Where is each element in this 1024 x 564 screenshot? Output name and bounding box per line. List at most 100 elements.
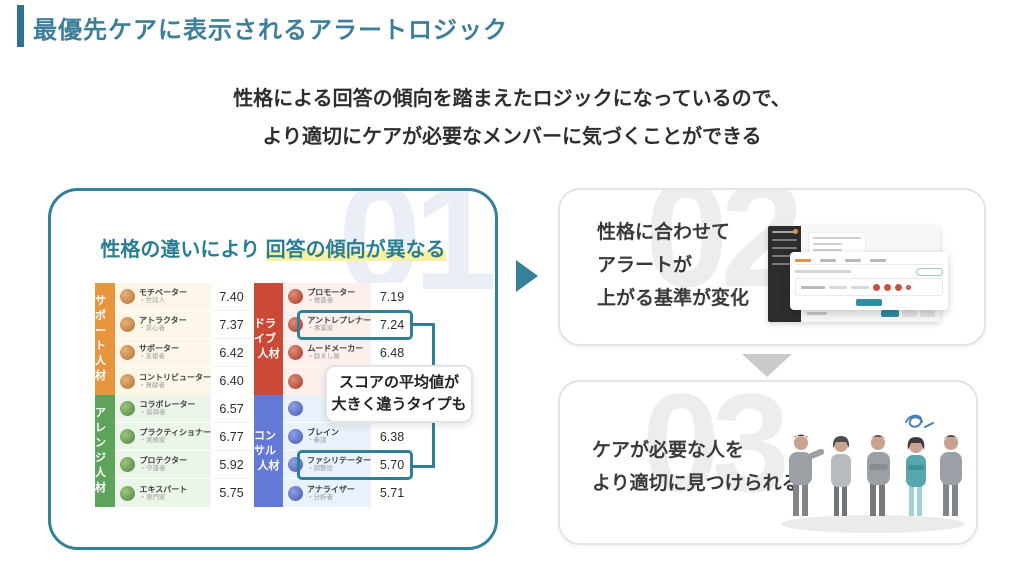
type-cell: プロモーター・推進者	[283, 283, 371, 311]
score-cell: 5.75	[211, 479, 252, 507]
alert-row	[795, 278, 943, 296]
type-cell: コラボレーター・協調者	[115, 395, 211, 423]
type-subtitle: ・支援者	[139, 353, 165, 361]
table-left-half: サポート 人材 モチベーター・世話人 7.40	[95, 283, 252, 507]
type-subtitle: ・実務家	[139, 437, 166, 445]
type-name: ムードメーカー	[307, 344, 364, 354]
score-cell: 5.71	[371, 479, 413, 507]
avatar	[120, 289, 135, 304]
avatar	[120, 345, 135, 360]
intro-line-1: 性格による回答の傾向を踏まえたロジックになっているので、	[233, 88, 791, 110]
callout-line-2: 大きく違うタイプも	[331, 396, 467, 413]
title-accent-bar	[17, 5, 24, 47]
step2-line-1: 性格に合わせて	[597, 222, 731, 243]
type-name: ブレイン	[307, 428, 339, 438]
type-subtitle: ・専門家	[139, 493, 166, 501]
table-row: エキスパート・専門家 5.75	[115, 479, 252, 507]
step2-text: 性格に合わせて アラートが 上がる基準が変化	[597, 216, 749, 315]
step2-line-3: 上がる基準が変化	[597, 288, 750, 309]
type-cell: ブレイン・参謀	[283, 423, 371, 451]
page-title: 最優先ケアに表示されるアラートロジック	[33, 17, 508, 44]
card-primary-button	[856, 299, 882, 306]
group-arrange-label: アレンジ 人材	[95, 395, 116, 507]
type-name: コラボレーター	[139, 400, 196, 410]
type-cell: ムードメーカー・励まし屋	[283, 339, 371, 367]
group-arrange: アレンジ 人材 コラボレーター・協調者 6.57	[95, 395, 252, 507]
type-subtitle: ・分析者	[307, 493, 333, 501]
connector-line	[413, 465, 435, 468]
type-subtitle: ・世話人	[139, 297, 165, 305]
type-subtitle: ・事業家	[307, 325, 334, 333]
type-subtitle: ・励まし屋	[307, 353, 340, 361]
connector-line	[413, 323, 435, 326]
type-name: サポーター	[139, 344, 179, 354]
score-cell: 6.40	[211, 367, 252, 395]
down-arrow-icon	[742, 354, 792, 377]
avatar	[120, 373, 135, 389]
avatar	[288, 289, 304, 304]
type-subtitle: ・貢献者	[139, 381, 165, 389]
avatar	[288, 485, 303, 501]
table-row: コラボレーター・協調者 6.57	[115, 395, 252, 423]
type-name: アナライザー	[307, 484, 355, 494]
highlight-frame-entrepreneur	[297, 310, 413, 340]
avatar	[120, 485, 136, 501]
step3-line-2: より適切に見つけられる	[592, 473, 801, 494]
alert-dot	[895, 283, 902, 291]
type-name: コントリビューター	[139, 372, 211, 382]
step3-line-1: ケアが必要な人を	[592, 440, 745, 461]
callout-line-1: スコアの平均値が	[338, 374, 459, 391]
app-primary-button	[881, 309, 899, 317]
alert-tabs	[795, 256, 943, 265]
type-cell: アトラクター・求心者	[115, 311, 211, 339]
group-support: サポート 人材 モチベーター・世話人 7.40	[95, 283, 252, 395]
type-subtitle: ・調整役	[307, 465, 333, 473]
score-cell: 6.48	[371, 339, 413, 367]
avatar	[288, 373, 304, 389]
avatar	[288, 401, 303, 416]
type-name: プロモーター	[307, 288, 356, 298]
group-consult-label: コンサル 人材	[254, 395, 283, 507]
person-gray	[867, 435, 890, 516]
step3-text: ケアが必要な人を より適切に見つけられる	[592, 434, 801, 500]
avatar	[120, 429, 136, 444]
person-teal	[906, 437, 926, 516]
alert-dot-outline	[906, 284, 911, 290]
score-cell: 5.92	[211, 451, 252, 479]
type-subtitle: ・求心者	[139, 325, 165, 333]
step3-card: 03 ケアが必要な人を より適切に見つけられる	[558, 380, 978, 545]
type-name: アントレプレナー	[307, 316, 371, 326]
app-footer-bar	[807, 309, 935, 317]
table-row: アナライザー・分析者 5.71	[283, 479, 413, 507]
step1-heading-plain: 性格の違いにより	[100, 239, 266, 261]
score-cell: 7.37	[211, 311, 252, 339]
step1-heading-highlight: 回答の傾向が異なる	[265, 239, 446, 261]
confusion-scribble-icon	[905, 414, 934, 428]
table-row: サポーター・支援者 6.42	[115, 339, 252, 367]
type-cell: コントリビューター・貢献者	[115, 367, 211, 395]
person-gray	[831, 436, 851, 516]
type-subtitle: ・協調者	[139, 409, 166, 417]
table-row: モチベーター・世話人 7.40	[115, 283, 252, 311]
app-secondary-button	[902, 309, 917, 317]
score-cell: 6.38	[371, 423, 413, 451]
avatar	[120, 317, 135, 332]
group-drive-label: ドライブ 人材	[254, 283, 284, 395]
score-cell: 7.19	[371, 283, 413, 311]
table-row: プロモーター・推進者 7.19	[283, 283, 413, 311]
type-name: エキスパート	[139, 484, 188, 494]
table-row: コントリビューター・貢献者 6.40	[115, 367, 252, 395]
score-cell: 6.42	[211, 339, 252, 367]
app-screenshot-thumbnail	[768, 226, 950, 330]
type-cell: サポーター・支援者	[115, 339, 211, 367]
score-cell: 6.77	[211, 423, 252, 451]
person-gray	[789, 434, 825, 516]
table-row: プラクティショナー・実務家 6.77	[115, 423, 252, 451]
score-difference-callout: スコアの平均値が 大きく違うタイプも	[325, 365, 473, 423]
step2-card: 02 性格に合わせて アラートが 上がる基準が変化	[558, 188, 986, 346]
type-name: ファシリテーター	[307, 456, 371, 466]
score-cell: 7.40	[211, 283, 252, 311]
alert-dot	[873, 283, 880, 291]
table-row: ムードメーカー・励まし屋 6.48	[283, 339, 413, 367]
